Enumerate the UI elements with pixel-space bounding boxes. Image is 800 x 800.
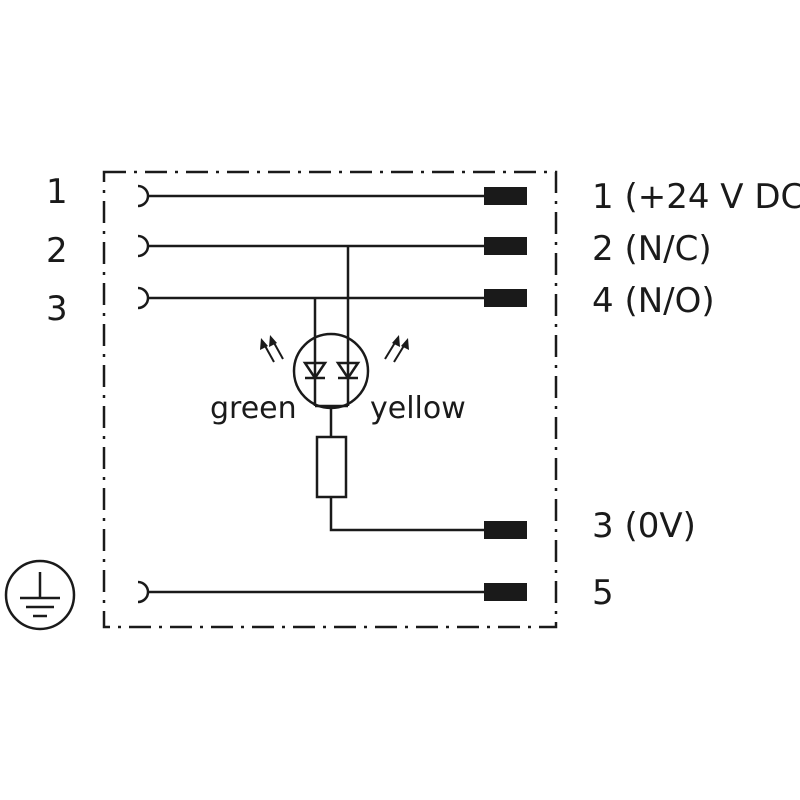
left-pin-label-3: 3 (46, 289, 68, 329)
right-pin-label-1: 1 (+24 V DC) (592, 177, 800, 217)
wire-resistor-to-pin3 (329, 497, 486, 532)
light-emission-arrows-right (384, 335, 409, 363)
led-label-green: green (210, 391, 297, 426)
socket-contact-5 (137, 580, 150, 604)
socket-contact-1 (137, 184, 150, 208)
light-emission-arrows-left (260, 335, 284, 363)
right-pin-label-2: 2 (N/C) (592, 229, 712, 269)
plug-contact-2 (484, 237, 527, 255)
socket-contact-3 (137, 286, 150, 310)
plug-contact-3 (484, 521, 527, 539)
right-pin-label-5: 5 (592, 573, 614, 613)
left-pin-label-2: 2 (46, 231, 68, 271)
right-pin-label-4: 4 (N/O) (592, 281, 715, 321)
plug-contact-5 (484, 583, 527, 601)
resistor-icon (315, 435, 348, 499)
right-pin-label-3: 3 (0V) (592, 506, 696, 546)
plug-contact-4 (484, 289, 527, 307)
socket-contact-2 (137, 234, 150, 258)
left-pin-label-1: 1 (46, 172, 68, 212)
plug-contact-1 (484, 187, 527, 205)
led-label-yellow: yellow (370, 391, 466, 426)
enclosure-frame (102, 170, 558, 629)
dual-led-icon (292, 332, 370, 410)
protective-earth-icon (4, 559, 76, 631)
